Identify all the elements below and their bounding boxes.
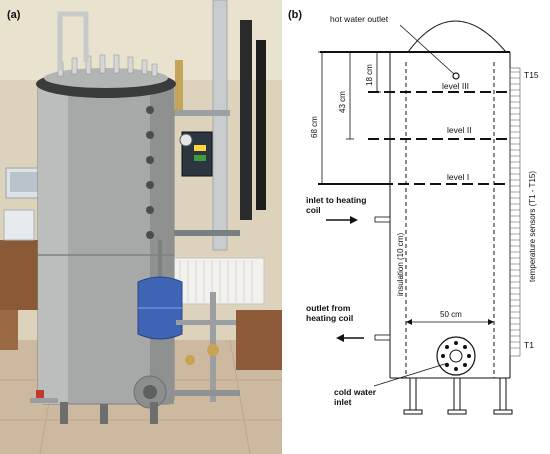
chair <box>0 310 18 350</box>
panel-a-label: (a) <box>7 9 21 21</box>
sensor-ticks <box>510 71 520 349</box>
outlet-label-2: heating coil <box>306 313 353 323</box>
dim-18-label: 18 cm <box>365 64 374 86</box>
grey-pipe <box>212 0 228 251</box>
dim-68-label: 68 cm <box>310 116 319 138</box>
insulation-label: insulation (10 cm) <box>396 233 405 296</box>
temperature-sensors-label: temperature sensors (T1 - T15) <box>528 171 537 282</box>
dim-50-label: 50 cm <box>440 310 462 319</box>
inlet-label-2: coil <box>306 205 321 215</box>
hot-water-leader <box>399 24 455 75</box>
level-2-label: level II <box>447 125 472 135</box>
red-valve <box>36 390 44 398</box>
cold-water-label-1: cold water <box>334 387 377 397</box>
black-pipe <box>240 20 252 220</box>
hot-water-outlet-label: hot water outlet <box>330 14 389 24</box>
sensor-t1-label: T1 <box>524 340 534 350</box>
radiator <box>171 257 265 305</box>
level-1-label: level I <box>447 172 469 182</box>
dim-43-label: 43 cm <box>338 91 347 113</box>
tank-legs <box>403 377 513 415</box>
cold-water-label-2: inlet <box>334 397 352 407</box>
outlet-port <box>374 334 391 341</box>
upper-wall <box>0 0 282 80</box>
side-table <box>236 310 282 370</box>
tank-dome <box>407 20 507 53</box>
outlet-label-1: outlet from <box>306 303 351 313</box>
sensor-t15-label: T15 <box>524 70 539 80</box>
lifting-handle <box>57 11 89 70</box>
schematic-panel: hot water outlet level III level II leve… <box>282 0 550 454</box>
panel-b-label: (b) <box>288 9 302 21</box>
hot-water-outlet-port <box>452 72 460 80</box>
inlet-label-1: inlet to heating <box>306 195 366 205</box>
cold-water-leader <box>373 362 449 387</box>
level-3-label: level III <box>442 81 469 91</box>
photo-panel: (a) <box>0 0 282 454</box>
sensor-strip <box>509 67 521 357</box>
computer-case <box>3 209 35 241</box>
inlet-port <box>374 216 391 223</box>
